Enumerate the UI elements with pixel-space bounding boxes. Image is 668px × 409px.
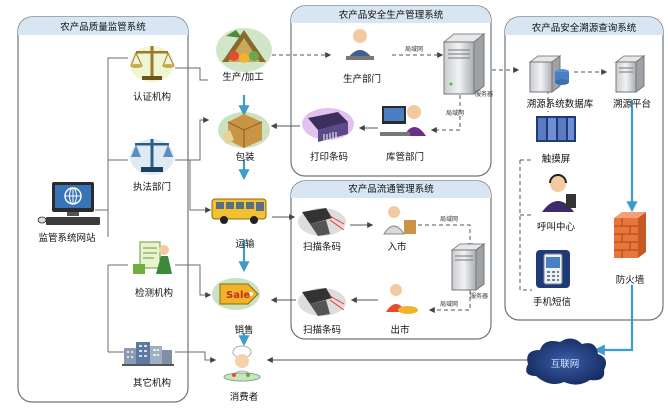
barcode-scanner-icon: [298, 208, 346, 236]
trace-db-label: 溯源系统数据库: [527, 98, 594, 110]
circ-scan1-label: 扫描条码: [303, 241, 341, 253]
panel-title-supervision: 农产品质量监管系统: [60, 21, 146, 33]
inspector-icon: [133, 241, 172, 274]
law-label: 执法部门: [133, 181, 171, 193]
svg-text:Sale: Sale: [226, 290, 250, 301]
circ-scan2-label: 扫描条码: [303, 324, 341, 336]
other-label: 其它机构: [133, 377, 171, 389]
package-box-icon: [218, 112, 270, 148]
panel-title-production: 农产品安全生产管理系统: [339, 9, 444, 21]
supervision-connectors: [95, 57, 217, 363]
chain-sales-label: 销售: [234, 324, 253, 336]
prod-server-label: 服务器: [475, 90, 493, 98]
chain-transport-label: 运输: [235, 238, 255, 250]
scales-icon: [130, 46, 175, 82]
circ-in-market-label: 入市: [387, 241, 407, 253]
server-tower-icon: [450, 243, 486, 291]
circ-lan1-label: 局域网: [440, 215, 458, 223]
circulation-connectors: [270, 214, 473, 313]
prod-print-label: 打印条码: [310, 151, 348, 163]
barcode-printer-icon: [302, 108, 354, 142]
out-market-person-icon: [386, 284, 418, 314]
call-center-agent-icon: [542, 174, 576, 212]
production-connectors: [270, 52, 520, 133]
trace-touch-label: 触摸屏: [542, 153, 571, 165]
prod-lan2-label: 局域网: [446, 109, 464, 117]
barcode-scanner-icon: [298, 288, 346, 316]
internet-cloud-icon: [526, 338, 606, 385]
chain-production-label: 生产/加工: [222, 71, 264, 83]
prod-lan1-label: 局域网: [405, 45, 423, 53]
chain-consumer-label: 消费者: [230, 391, 259, 403]
circ-out-market-label: 出市: [390, 324, 410, 336]
touch-screen-kiosk-icon: [536, 116, 576, 142]
trace-connectors: [266, 69, 638, 363]
panel-title-traceability: 农产品安全溯源查询系统: [532, 22, 637, 34]
cert-label: 认证机构: [133, 91, 171, 103]
prod-warehouse-label: 库管部门: [386, 151, 424, 163]
chain-packaging-label: 包装: [235, 151, 255, 163]
trace-internet-label: 互联网: [551, 359, 580, 370]
trace-sms-label: 手机短信: [533, 296, 571, 308]
circ-lan2-label: 局域网: [440, 300, 458, 308]
trace-call-label: 呼叫中心: [537, 221, 576, 233]
transport-bus-icon: [211, 198, 267, 224]
brick-firewall-icon: [614, 212, 646, 258]
prod-dept-label: 生产部门: [343, 73, 381, 85]
trace-firewall-label: 防火墙: [616, 274, 645, 286]
testing-label: 检测机构: [135, 287, 173, 299]
trace-platform-label: 溯源平台: [613, 98, 651, 110]
trace-platform-server-icon: [614, 55, 646, 93]
sale-tag-icon: Sale: [212, 278, 260, 310]
warehouse-person-icon: [380, 105, 426, 136]
farm-produce-icon: [216, 28, 272, 72]
dept-person-icon: [346, 29, 374, 60]
buildings-icon: [122, 342, 174, 366]
consumer-chef-icon: [223, 345, 261, 382]
panel-title-circulation: 农产品流通管理系统: [348, 183, 434, 195]
mobile-phone-icon: [536, 250, 570, 288]
justice-scales-icon: [130, 139, 174, 175]
monitor-label: 监管系统网站: [38, 232, 96, 244]
trace-db-server-icon: [528, 55, 569, 93]
circ-server-label: 服务器: [470, 292, 488, 300]
monitor-computer-icon: [37, 182, 100, 225]
in-market-person-icon: [383, 206, 416, 235]
server-tower-icon: [442, 32, 486, 96]
